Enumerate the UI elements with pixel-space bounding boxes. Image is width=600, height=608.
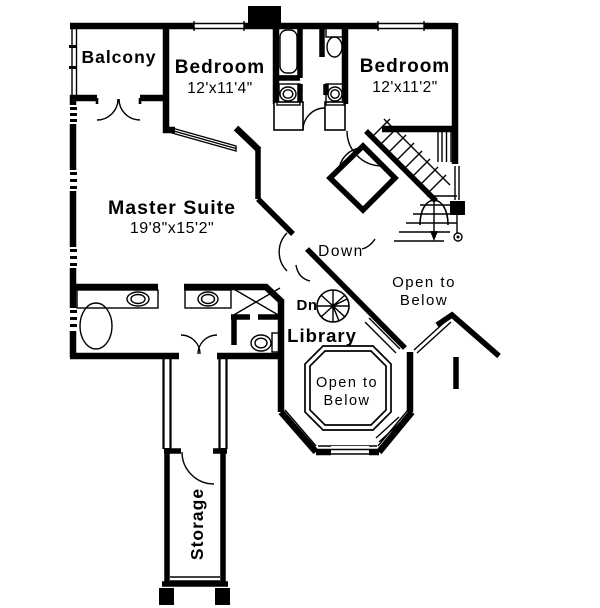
annotation-open-below-right-1: Open to [392,274,456,291]
bathtub-oval [79,302,113,350]
toilet-tank [325,27,344,38]
spiral-staircase [295,264,350,323]
room-label-bedroom2: Bedroom [360,56,450,77]
sink [126,291,150,307]
linen-shelves [437,131,452,162]
storage-shelf [170,576,220,582]
down-leader-line [361,238,376,250]
sink [327,86,343,102]
shower [231,287,281,317]
room-dims-bedroom2: 12'x11'2" [372,79,438,96]
toilet-tank [271,332,282,353]
room-label-storage: Storage [187,488,207,560]
door-jambs [273,101,346,131]
newel-post [450,201,465,215]
annotation-open-below-bay-1: Open to [316,375,378,391]
toilet-bowl [250,334,272,352]
doors [95,98,383,485]
spiral-entry-arc [295,264,311,282]
room-label-library: Library [287,325,357,346]
room-dims-master-suite: 19'8"x15'2" [130,220,214,237]
room-dims-bedroom1: 12'x11'4" [187,80,253,97]
room-label-balcony: Balcony [81,47,156,67]
sink [197,291,219,307]
chimney [248,6,281,26]
octagon-opening [304,345,392,431]
annotation-open-below-right-2: Below [400,292,448,309]
closet-sliding-doors [171,127,237,152]
annotation-open-below-bay-2: Below [324,393,371,409]
deck-pier-left [159,588,174,605]
deck-pier-right [215,588,230,605]
room-label-master-suite: Master Suite [108,197,236,219]
bathtub [276,26,301,77]
vanity-counter [76,289,159,309]
sink [279,86,297,102]
stair-railing [454,166,460,233]
vanity-left [276,83,301,106]
left-wall-windows [66,105,79,331]
windows [66,20,452,458]
annotation-dn: Dn [297,297,318,314]
toilet-bowl [326,36,343,58]
annotation-down: Down [318,243,364,260]
hall-bath-fixtures [276,26,345,106]
room-label-bedroom1: Bedroom [175,57,265,78]
master-bath-fixtures [76,287,282,353]
vanity-right [325,83,345,106]
main-staircase [371,118,463,242]
vanity-counter [184,289,232,309]
